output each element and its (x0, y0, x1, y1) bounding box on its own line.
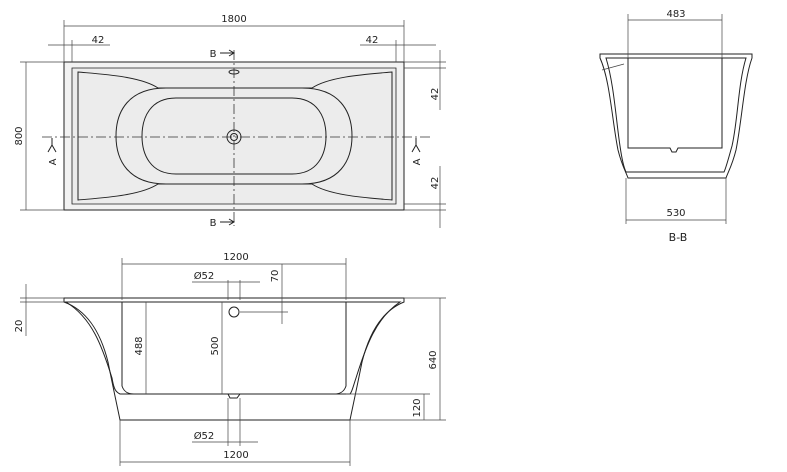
dim-overall-width: 800 (14, 126, 25, 145)
dim-offset-70: 70 (270, 270, 281, 283)
side-view-inner (64, 301, 402, 399)
dim-base-width: 530 (666, 208, 685, 219)
dim-overall-height: 640 (428, 350, 439, 369)
overflow-hole-icon (228, 306, 240, 318)
dim-rim-bottom: 42 (430, 177, 441, 190)
side-view-shape (63, 297, 405, 421)
side-view: 1200 Ø52 70 20 488 500 640 120 (14, 252, 446, 466)
tub-oval-inner (141, 97, 327, 175)
tub-basin-shape (77, 71, 393, 201)
side-mark-right: A (412, 158, 423, 165)
dim-rim-right: 42 (366, 35, 379, 46)
section-bb-basin (627, 57, 723, 153)
dim-base-length: 1200 (223, 450, 248, 461)
section-bb-view: 483 530 B-B (599, 9, 753, 244)
section-bb-inner (605, 57, 747, 173)
dim-waste-diameter-top: Ø52 (194, 270, 215, 282)
side-mark-left: A (48, 158, 59, 165)
dim-rim-left: 42 (92, 35, 105, 46)
dim-depth-to-waste: 500 (210, 336, 221, 355)
side-view-basin (121, 301, 347, 395)
tub-oval-outer (115, 87, 353, 185)
section-mark-bottom: B (210, 218, 217, 229)
dim-base-height: 120 (412, 398, 423, 417)
section-mark-top: B (210, 49, 217, 60)
dim-top-length: 1200 (223, 252, 248, 263)
section-bb-shape (599, 53, 753, 179)
dim-inner-depth: 488 (134, 336, 145, 355)
section-label: B-B (669, 231, 688, 244)
dim-overall-length: 1800 (221, 14, 246, 25)
top-view: 1800 42 42 800 42 42 B B A (14, 14, 446, 229)
dim-rim-top: 42 (430, 88, 441, 101)
dim-waste-diameter-bottom: Ø52 (194, 430, 215, 442)
dim-top-inner-width: 483 (666, 9, 685, 20)
dim-rim-thickness: 20 (14, 320, 25, 333)
